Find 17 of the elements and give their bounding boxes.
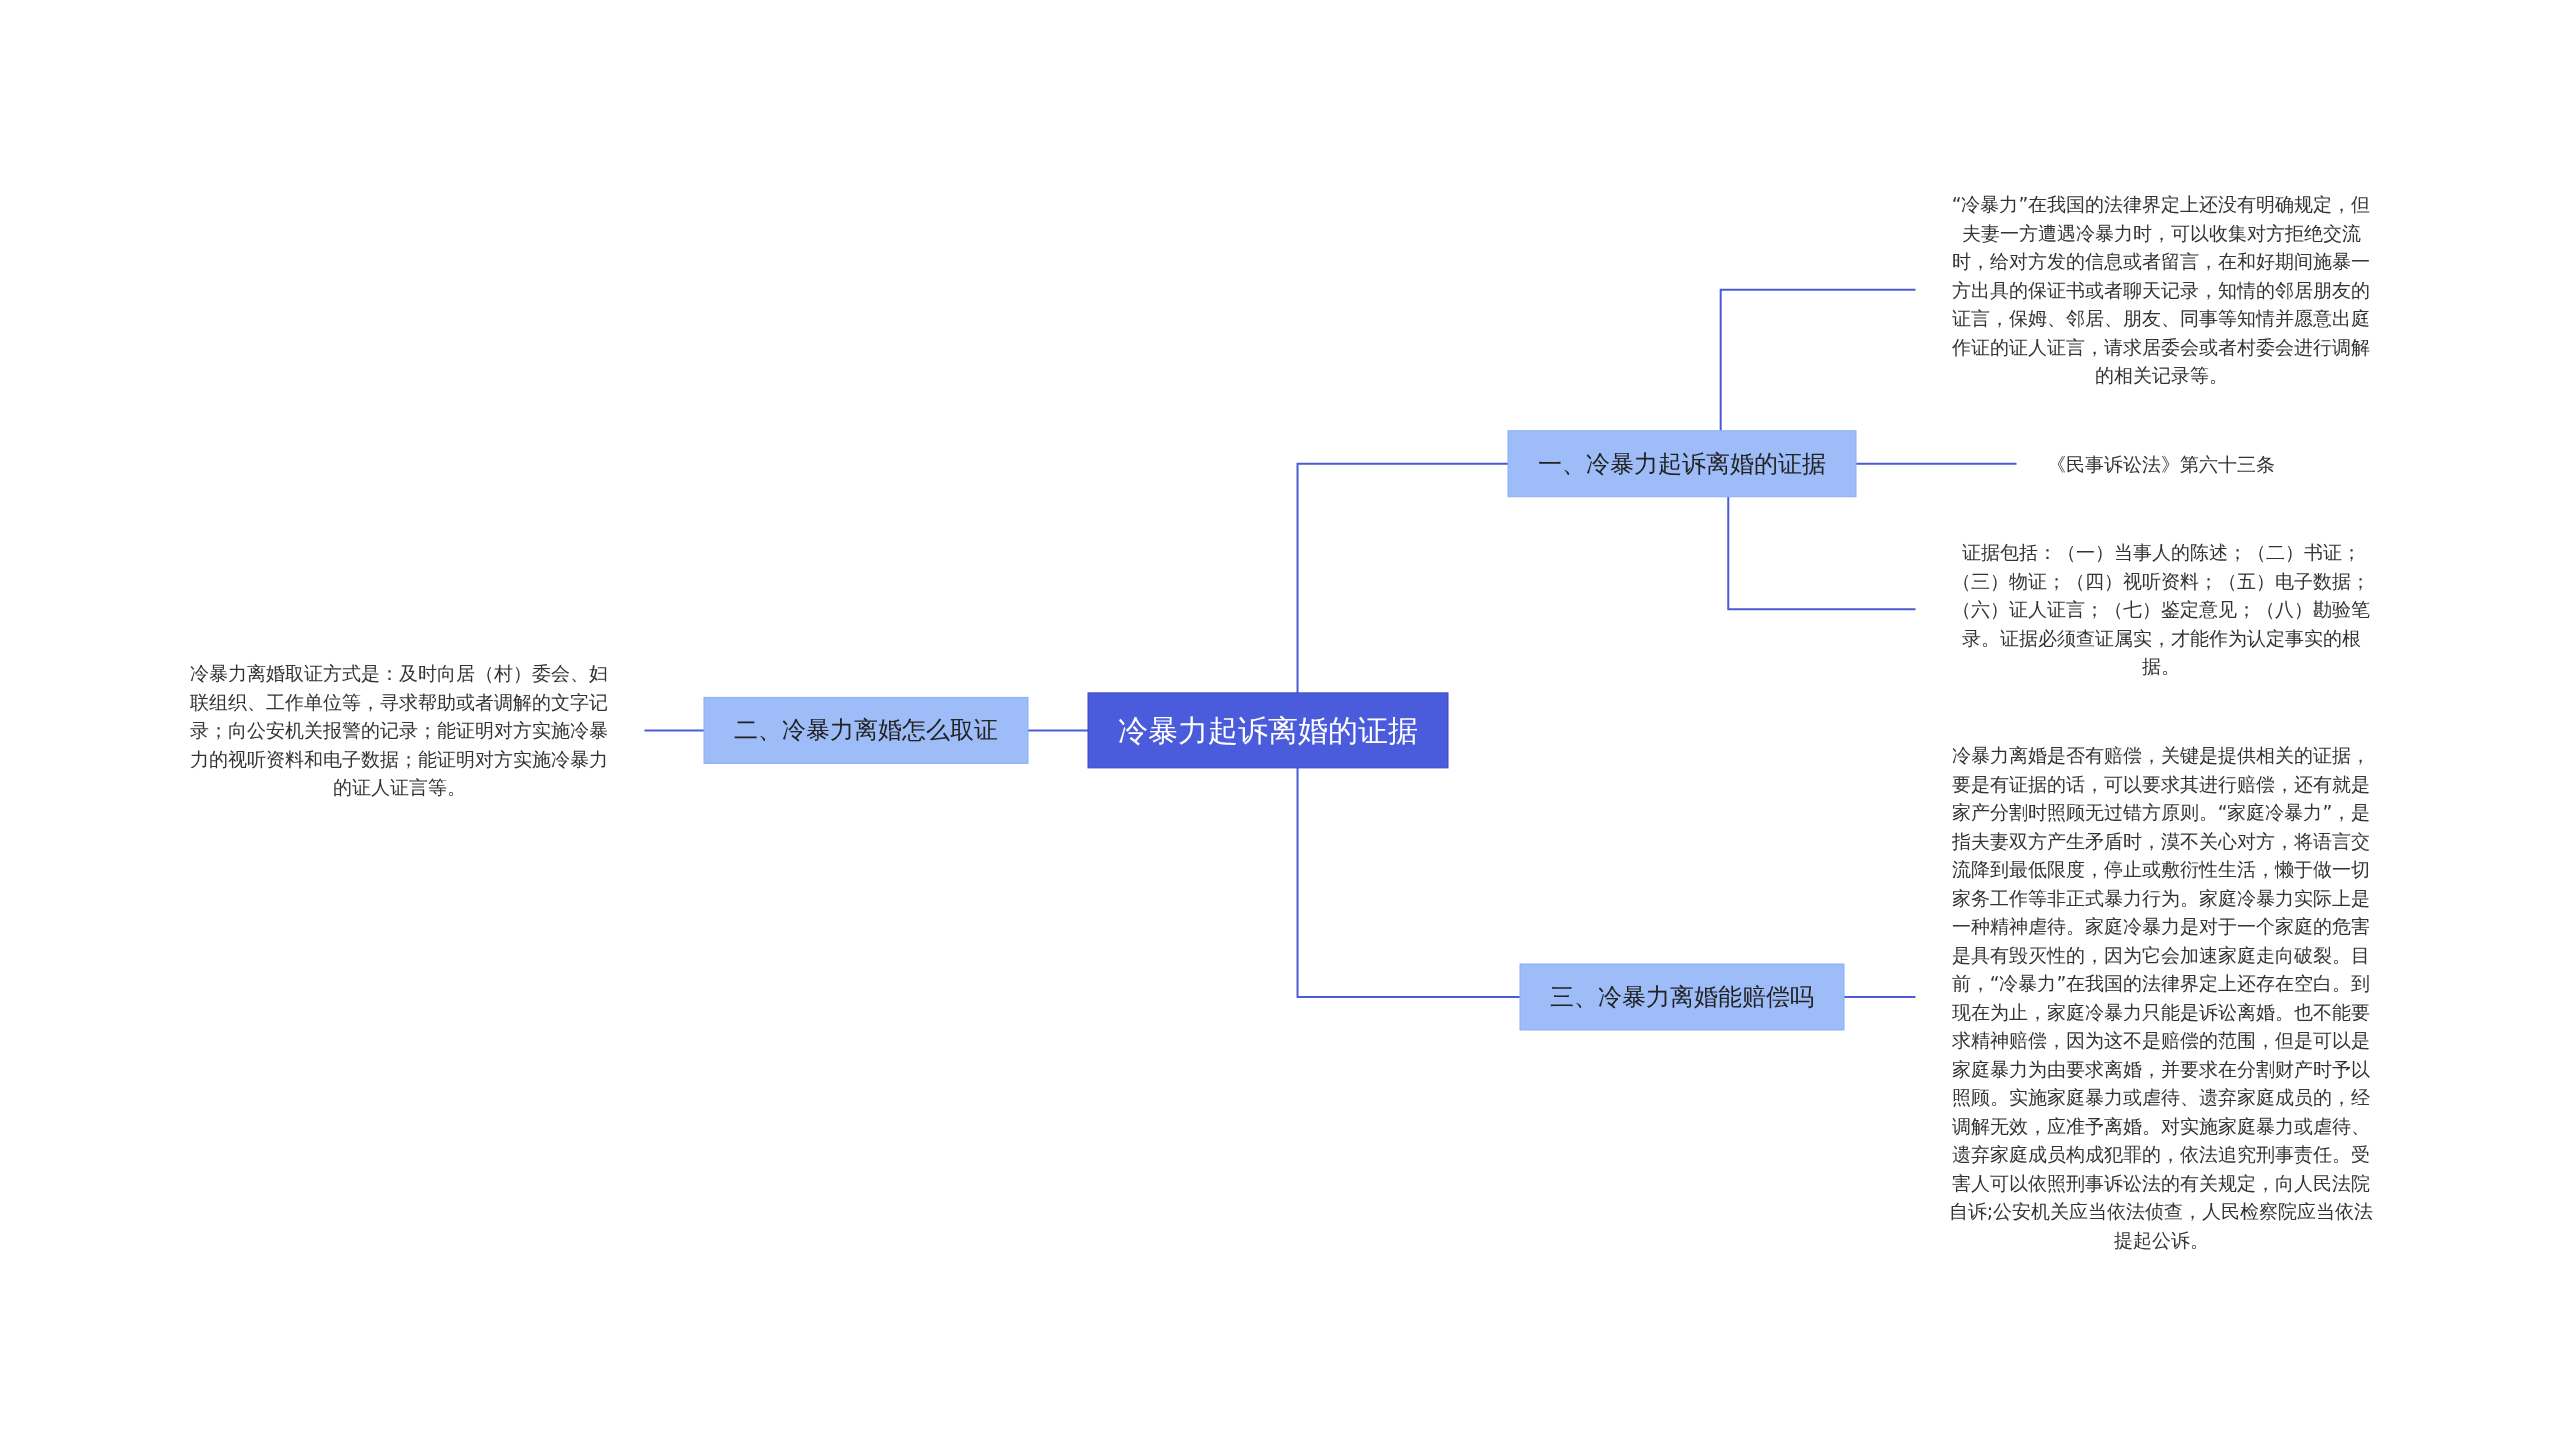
connector xyxy=(1027,729,1089,732)
node-text: 《民事诉讼法》第六十三条 xyxy=(2047,452,2275,475)
node-text: 冷暴力离婚是否有赔偿，关键是提供相关的证据，要是有证据的话，可以要求其进行赔偿，还有就是家产分割时照顾无过错方原则。“家庭冷暴力”，是指夫妻双方产生矛盾时，漠不关心对方，将语言交流降到最低限度，停止或敷衍性生活，懒于做一切家务工作等非正式暴力行为。家庭冷暴力实际上是一种精神虐待。家庭冷暴力是对于一个家庭的危害是具有毁灭性的，因为它会加速家庭走向破裂。目前，“冷暴力”在我国的法律界定上还存在空白。到现在为止，家庭冷暴力只能是诉讼离婚。也不能要求精神赔偿，因为这不是赔偿的范围，但是可以是家庭暴力为由要求离婚，并要求在分割财产时予以照顾。实施家庭暴力或虐待、遗弃家庭成员的，经调解无效，应准予离婚。对实施家庭暴力或虐待、遗弃家庭成员构成犯罪的，依法追究刑事责任。受害人可以依照刑事诉讼法的有关规定，向人民法院自诉;公安机关应当依法侦查，人民检察院应当依法提起公诉。 xyxy=(1948,743,2374,1250)
node-text: 证据包括：（一）当事人的陈述；（二）书证；（三）物证；（四）视听资料；（五）电子数据；（六）证人证言；（七）鉴定意见；（八）勘验笔录。证据必须查证属实，才能作为认定事实的根据。 xyxy=(1952,540,2370,677)
connector xyxy=(1296,462,1509,694)
connector xyxy=(1719,288,1917,432)
node-box: 二、冷暴力离婚怎么取证 xyxy=(703,696,1029,764)
node-box: 三、冷暴力离婚能赔偿吗 xyxy=(1519,963,1845,1031)
node-box: 一、冷暴力起诉离婚的证据 xyxy=(1507,430,1857,497)
node-box: 冷暴力起诉离婚的证据 xyxy=(1087,692,1449,769)
connector xyxy=(1296,766,1521,998)
node-text: 冷暴力离婚取证方式是：及时向居（村）委会、妇联组织、工作单位等，寻求帮助或者调解的文字记录；向公安机关报警的记录；能证明对方实施冷暴力的视听资料和电子数据；能证明对方实施冷暴力的证人证言等。 xyxy=(190,661,608,798)
node-text: “冷暴力”在我国的法律界定上还没有明确规定，但夫妻一方遭遇冷暴力时，可以收集对方拒绝交流时，给对方发的信息或者留言，在和好期间施暴一方出具的保证书或者聊天记录，知情的邻居朋友的证言，保姆、邻居、朋友、同事等知情并愿意出庭作证的证人证言，请求居委会或者村委会进行调解的相关记录等。 xyxy=(1951,192,2371,386)
connector xyxy=(643,729,705,732)
connector xyxy=(1855,462,2018,465)
connector xyxy=(1727,495,1917,610)
connector xyxy=(1843,995,1917,998)
